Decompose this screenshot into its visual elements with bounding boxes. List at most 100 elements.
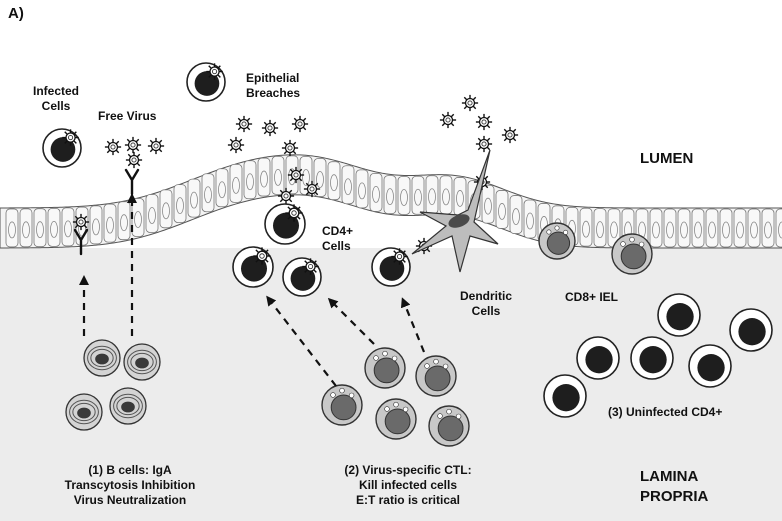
- uninfected-cd4-cell-icon: [729, 308, 773, 352]
- epithelial-cell: [89, 205, 103, 245]
- virus-icon: [72, 213, 90, 231]
- virus-icon: [475, 135, 493, 153]
- b-cells-caption-line1: (1) B cells: IgA: [88, 463, 172, 477]
- epithelial-nucleus: [778, 221, 782, 239]
- epithelial-cell: [509, 195, 523, 234]
- epithelial-cell: [593, 208, 607, 248]
- lamina-propria-line2: PROPRIA: [640, 488, 709, 505]
- epithelial-nucleus: [22, 221, 30, 239]
- epithelial-cell: [257, 157, 271, 197]
- virus-icon: [235, 115, 253, 133]
- ctl-caption: (2) Virus-specific CTL: Kill infected ce…: [318, 463, 498, 508]
- epithelial-nucleus: [134, 211, 142, 228]
- epithelial-nucleus: [456, 190, 464, 207]
- epithelial-cell: [691, 208, 705, 248]
- epithelial-nucleus: [246, 173, 254, 191]
- epithelial-nucleus: [414, 188, 422, 206]
- epithelial-cell: [271, 155, 285, 195]
- epithelial-breaches-line2: Breaches: [246, 86, 301, 100]
- epithelial-nucleus: [372, 185, 380, 203]
- ctl-caption-line3: E:T ratio is critical: [355, 493, 461, 507]
- epithelial-nucleus: [106, 216, 114, 234]
- cd4-cells-line1: CD4+: [322, 224, 354, 238]
- epithelial-cell: [383, 175, 397, 215]
- uninfected-cd4-cell-icon: [543, 374, 587, 418]
- antibody-icon: [124, 168, 140, 196]
- virus-icon: [461, 94, 479, 112]
- uninfected-cd4-cell-icon: [630, 336, 674, 380]
- virus-icon: [125, 151, 143, 169]
- epithelial-nucleus: [610, 221, 618, 239]
- epithelial-nucleus: [442, 188, 450, 206]
- epithelial-cell: [187, 178, 201, 218]
- epithelial-cell: [439, 175, 453, 215]
- dendritic-cells-label: Dendritic Cells: [454, 289, 518, 319]
- epithelial-nucleus: [260, 170, 268, 188]
- virus-icon: [439, 111, 457, 129]
- epithelial-nucleus: [386, 188, 394, 206]
- ctl-cell-icon: [428, 405, 470, 447]
- virus-icon: [147, 137, 165, 155]
- ctl-cell-icon: [375, 398, 417, 440]
- ctl-caption-line2: Kill infected cells: [358, 478, 458, 492]
- epithelial-nucleus: [92, 218, 100, 236]
- virus-icon: [501, 126, 519, 144]
- dendritic-cell-icon: [411, 149, 499, 273]
- epithelial-nucleus: [120, 214, 128, 232]
- dendritic-cells-line1: Dendritic: [459, 289, 512, 303]
- virus-icon: [391, 248, 408, 265]
- ctl-arrow-3: [400, 297, 426, 353]
- epithelial-nucleus: [218, 181, 226, 199]
- epithelial-cell: [103, 203, 117, 243]
- virus-icon: [206, 63, 223, 80]
- cd4-cells-label: CD4+ Cells: [322, 224, 362, 254]
- b-cell-icon: [83, 339, 121, 377]
- uninfected-cd4-cell-icon: [688, 344, 732, 388]
- epithelial-cell: [47, 207, 61, 247]
- epithelial-cell: [131, 198, 145, 237]
- infected-cells-label-line2: Cells: [41, 99, 71, 113]
- epithelial-nucleus: [484, 197, 492, 215]
- epithelial-nucleus: [274, 168, 282, 186]
- uninfected-cd4-cell-icon: [657, 293, 701, 337]
- epithelial-nucleus: [498, 203, 506, 220]
- epithelial-cell: [481, 184, 495, 224]
- epithelial-cell: [453, 177, 467, 216]
- epithelial-cell: [61, 207, 75, 247]
- epithelial-cell: [663, 208, 677, 248]
- epithelial-nucleus: [204, 186, 212, 204]
- virus-icon: [227, 136, 245, 154]
- ctl-cell-icon: [321, 384, 363, 426]
- ctl-caption-line1: (2) Virus-specific CTL:: [344, 463, 472, 477]
- epithelial-cell: [705, 208, 719, 248]
- epithelial-nucleus: [50, 220, 58, 238]
- epithelial-nucleus: [526, 212, 534, 230]
- epithelial-cell: [33, 208, 47, 248]
- infected-cells-label-line1: Infected: [32, 84, 79, 98]
- infected-cells-label: Infected Cells: [28, 84, 84, 114]
- epithelial-cell: [159, 189, 173, 229]
- antibody-icon: [73, 228, 89, 256]
- epithelial-nucleus: [750, 221, 758, 239]
- panel-label: A): [8, 5, 24, 22]
- epithelial-cell: [369, 172, 383, 212]
- epithelial-cell: [117, 201, 131, 241]
- epithelial-cell: [5, 208, 19, 248]
- virus-icon: [277, 187, 295, 205]
- b-cell-icon: [123, 343, 161, 381]
- epithelial-nucleus: [232, 176, 240, 194]
- virus-icon: [291, 115, 309, 133]
- epithelial-cell: [649, 208, 663, 248]
- epithelial-cell: [579, 207, 593, 247]
- epithelial-cell: [411, 175, 425, 215]
- epithelial-cell: [145, 194, 159, 233]
- virus-icon: [303, 180, 321, 198]
- lamina-propria-line1: LAMINA: [640, 468, 699, 485]
- epithelial-nucleus: [190, 191, 198, 209]
- epithelial-cell: [761, 208, 775, 248]
- epithelial-nucleus: [330, 174, 338, 192]
- epithelial-nucleus: [428, 188, 436, 206]
- virus-icon: [285, 204, 303, 222]
